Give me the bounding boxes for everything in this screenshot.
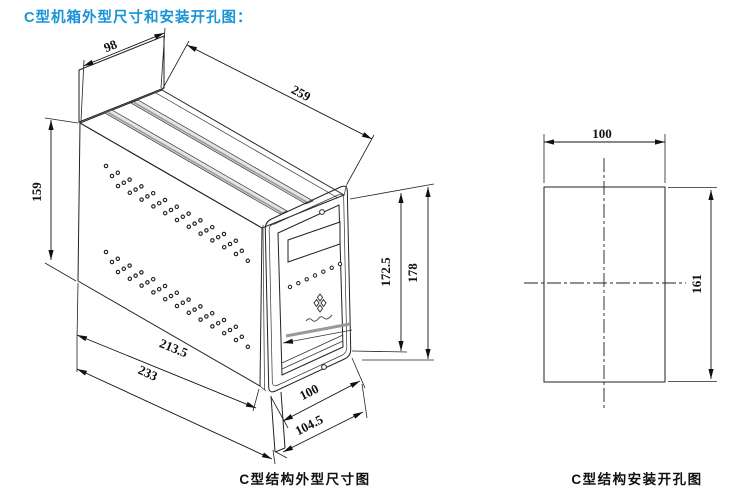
dimension-cutout-height-161: 161 [668,187,717,382]
cutout-figure-caption: C型结构安装开孔图 [571,472,703,487]
dim-label-104-5: 104.5 [293,411,326,438]
top-rail-1 [104,109,288,215]
dimension-back-width-98: 98 [80,27,166,122]
cutout-rectangle [543,186,666,383]
outline-drawing: 98 259 159 172.5 [29,27,435,465]
dimension-back-height-159: 159 [29,117,79,282]
cutout-drawing: 100 161 [524,126,717,410]
dim-label-213-5: 213.5 [157,335,190,360]
dim-label-98: 98 [101,36,119,55]
lower-front-edge [259,385,286,453]
top-rail-2 [130,99,314,205]
dim-label-159: 159 [29,182,44,202]
top-face [78,89,346,229]
dimension-panel-window-height-172-5: 172.5 [349,183,435,353]
dimension-panel-height-178: 178 [362,187,434,361]
label-strip [285,322,351,338]
outline-figure-caption: C型结构外型尺寸图 [239,472,371,487]
panel-screw-bottom [321,364,327,370]
brand-wordmark [305,314,333,322]
dim-label-100: 100 [297,381,321,403]
dim-label-233: 233 [136,362,160,384]
dim-label-178: 178 [405,263,420,283]
panel-screw-top [319,209,325,215]
panel-flange-inner [268,193,348,387]
dimension-overall-depth-233: 233 [76,340,276,465]
dim-label-172-5: 172.5 [378,257,393,287]
dim-label-cutout-100: 100 [592,126,612,141]
lcd-window [287,221,341,263]
page-title: C型机箱外型尺寸和安装开孔图： [24,10,253,26]
vent-holes [103,163,251,350]
front-panel [262,183,353,393]
dimension-cutout-width-100: 100 [543,126,666,183]
dim-label-259: 259 [289,82,314,105]
dim-label-161: 161 [689,274,704,294]
dimension-body-depth-213-5: 213.5 [76,282,260,412]
led-indicators [287,261,343,290]
brand-logo-icon [313,293,327,313]
dimension-overall-width-104-5: 104.5 [275,383,368,459]
handle-line [282,329,353,344]
panel-flange-outer [264,185,352,393]
